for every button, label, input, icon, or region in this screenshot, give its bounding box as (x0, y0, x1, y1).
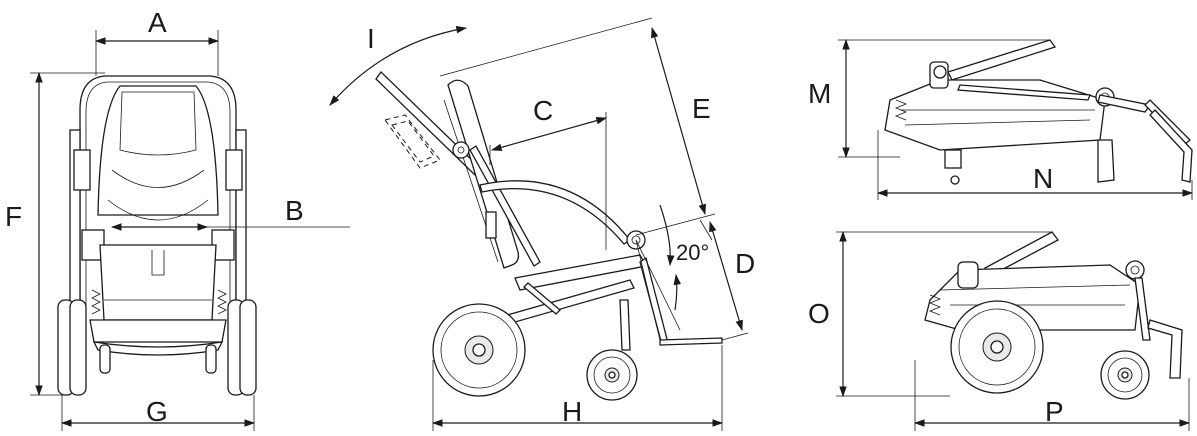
label-c: C (533, 95, 553, 126)
label-e: E (692, 93, 711, 124)
side-view-dimensions (329, 17, 749, 431)
dimension-d-line (709, 220, 743, 332)
dimension-i-arc (329, 25, 468, 106)
folded-view-2-dimensions (836, 230, 1191, 431)
label-m: M (808, 78, 831, 109)
folded-view-2 (924, 231, 1183, 400)
dimension-e-line (651, 26, 706, 216)
label-h: H (562, 396, 582, 427)
front-view-dimensions (30, 30, 350, 431)
label-p: P (1045, 396, 1064, 427)
front-view (57, 75, 257, 396)
folded-view-1 (884, 39, 1193, 185)
dimension-labels: A B C D E F G H I M N O P 20° (5, 7, 1064, 427)
label-o: O (808, 298, 830, 329)
label-n: N (1033, 163, 1053, 194)
label-angle: 20° (676, 240, 709, 265)
label-d: D (735, 248, 755, 279)
label-i: I (367, 23, 375, 54)
label-f: F (5, 201, 22, 232)
label-b: B (285, 195, 304, 226)
label-a: A (148, 7, 167, 38)
dimension-c-line (490, 116, 608, 152)
folded-view-1-dimensions (838, 38, 1194, 200)
label-g: G (146, 396, 168, 427)
